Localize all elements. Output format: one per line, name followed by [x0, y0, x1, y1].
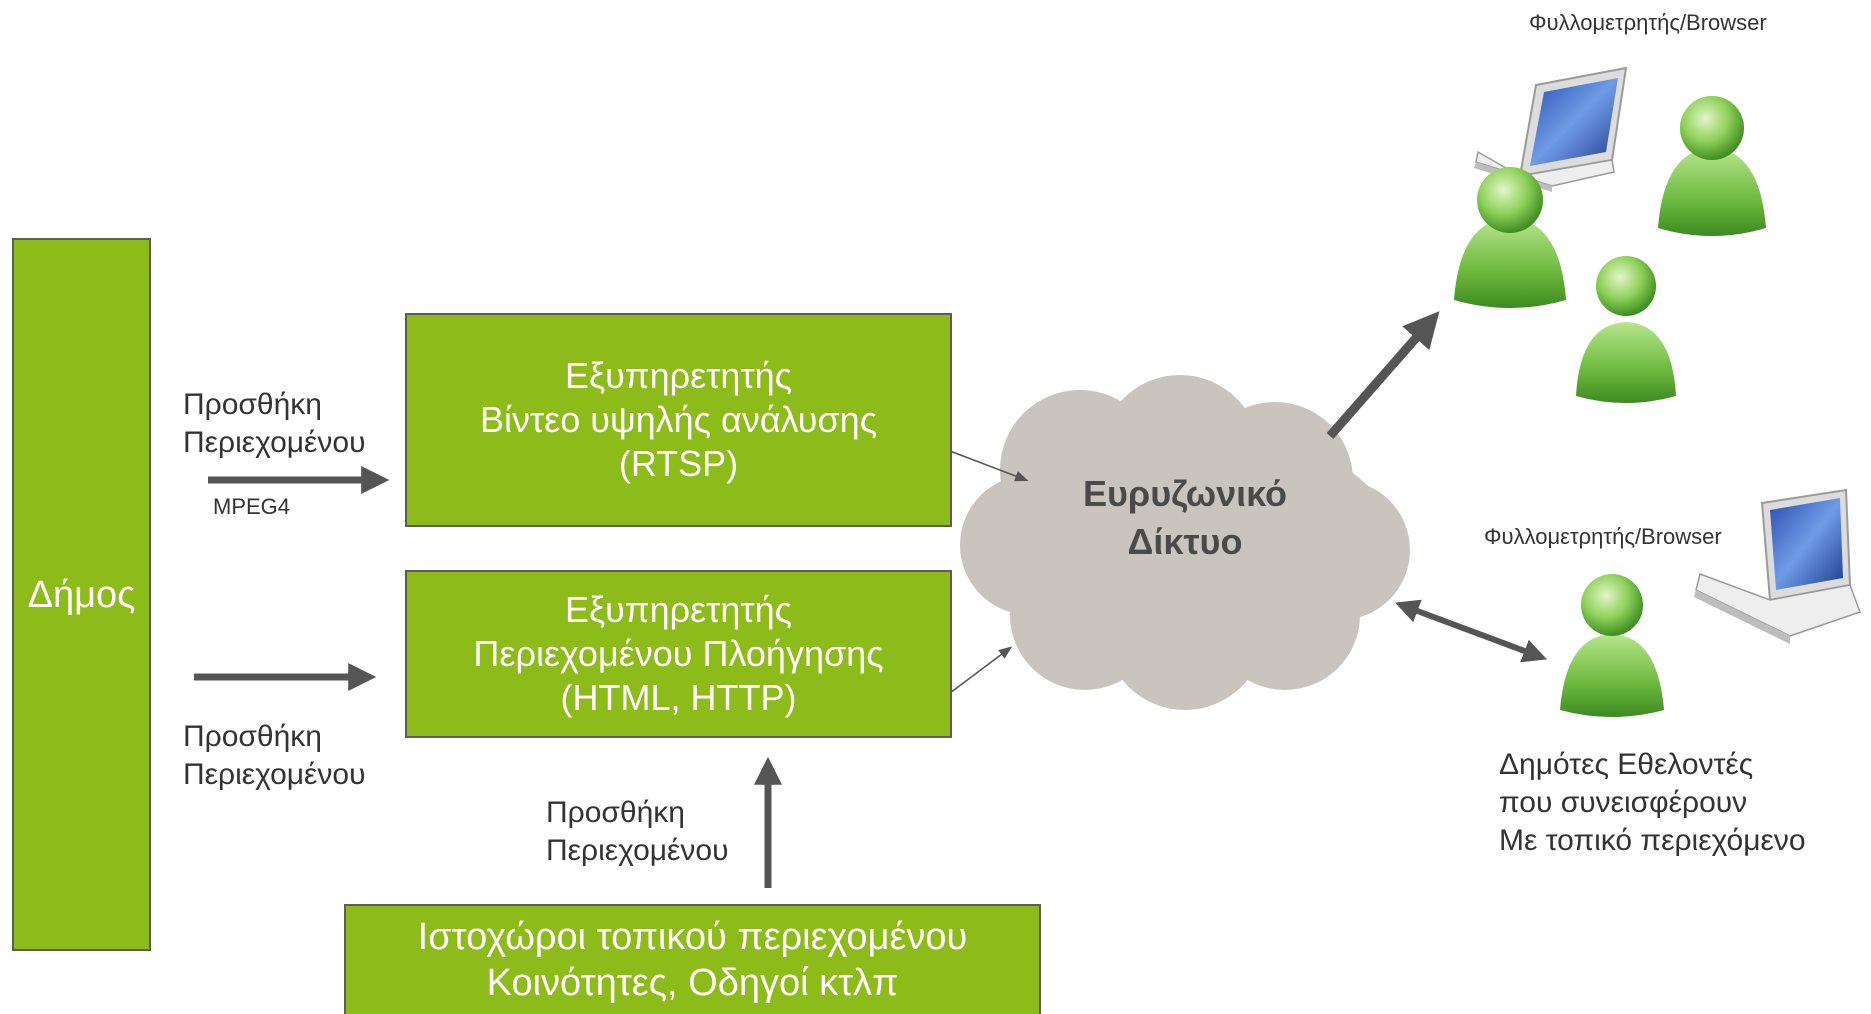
video-server-subtitle: Βίντεο υψηλής ανάλυσης [479, 399, 878, 440]
municipality-label: Δήμος [27, 573, 136, 616]
web-server-protocol: (HTML, HTTP) [560, 677, 797, 718]
video-server-title: Εξυπηρετητής [564, 355, 793, 396]
arrow-to-users-top [1326, 311, 1440, 439]
user-icon [1560, 574, 1664, 717]
browser-label-text: Φυλλομετρητής/Browser [1529, 10, 1767, 35]
mpeg4-format-label: MPEG4 [213, 494, 290, 520]
add-content-web-label: Προσθήκη Περιεχομένου [183, 718, 366, 794]
add-content-video-label: Προσθήκη Περιεχομένου [183, 386, 366, 462]
laptop-icon [1474, 66, 1628, 192]
local-sites-title: Ιστοχώροι τοπικού περιεχομένου [417, 916, 968, 958]
browser-label-text: Φυλλομετρητής/Browser [1484, 524, 1722, 549]
local-sites-subtitle: Κοινότητες, Οδηγοί κτλπ [486, 962, 899, 1004]
citizens-line3: Με τοπικό περιεχόμενο [1499, 824, 1806, 857]
network-cloud [960, 375, 1410, 710]
user-icon [1454, 167, 1566, 308]
add-content-line2: Περιεχομένου [546, 834, 729, 867]
arrow-video-to-network [949, 450, 1029, 482]
add-content-line1: Προσθήκη [183, 388, 322, 421]
network-label-line1: Ευρυζωνικό [1082, 473, 1288, 514]
user-icon [1576, 256, 1676, 403]
web-server-box: Εξυπηρετητής Περιεχομένου Πλοήγησης (HTM… [405, 570, 952, 738]
add-content-line2: Περιεχομένου [183, 758, 366, 791]
video-server-box: Εξυπηρετητής Βίντεο υψηλής ανάλυσης (RTS… [405, 313, 952, 527]
add-content-sites-label: Προσθήκη Περιεχομένου [546, 794, 729, 870]
video-server-protocol: (RTSP) [618, 443, 739, 484]
network-label-line2: Δίκτυο [1127, 521, 1243, 562]
format-text: MPEG4 [213, 494, 291, 519]
user-icon [1658, 96, 1766, 236]
network-label: Ευρυζωνικό Δίκτυο [1040, 470, 1330, 566]
web-server-subtitle: Περιεχομένου Πλοήγησης [473, 633, 884, 674]
arrow-network-citizens [1395, 599, 1547, 663]
local-sites-box: Ιστοχώροι τοπικού περιεχομένου Κοινότητε… [344, 904, 1041, 1014]
citizens-label: Δημότες Εθελοντές που συνεισφέρουν Με το… [1499, 746, 1806, 860]
web-server-title: Εξυπηρετητής [564, 589, 793, 630]
citizens-line2: που συνεισφέρουν [1499, 786, 1748, 819]
add-content-line1: Προσθήκη [183, 720, 322, 753]
add-content-line1: Προσθήκη [546, 796, 685, 829]
laptop-icon [1694, 488, 1861, 644]
citizens-line1: Δημότες Εθελοντές [1499, 748, 1754, 781]
arrow-web-to-network [949, 646, 1013, 694]
municipality-box: Δήμος [12, 238, 151, 951]
browser-label-top: Φυλλομετρητής/Browser [1529, 10, 1767, 36]
browser-label-bottom: Φυλλομετρητής/Browser [1484, 524, 1722, 550]
add-content-line2: Περιεχομένου [183, 426, 366, 459]
